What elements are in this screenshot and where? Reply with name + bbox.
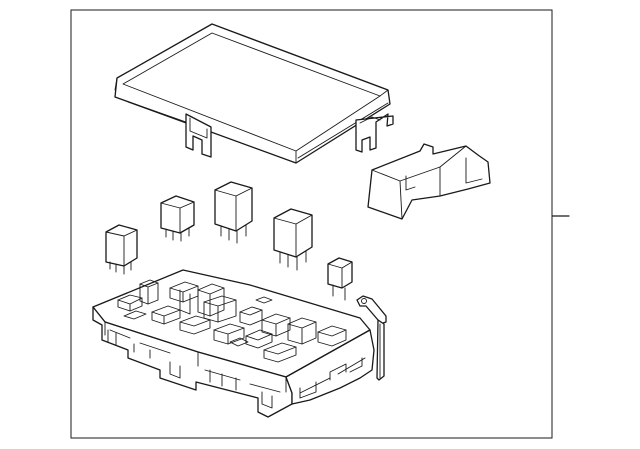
top-cover[interactable] [114,23,394,164]
side-cover[interactable] [367,143,491,220]
fuse-box-housing[interactable] [92,269,375,418]
relay-large-left[interactable] [214,181,253,244]
relay-small-left[interactable] [105,224,138,275]
mini-fuse[interactable] [327,257,353,301]
diagram-frame [70,9,553,439]
relay-small-center[interactable] [160,195,195,242]
relay-large-right[interactable] [273,208,313,271]
ground-strap[interactable] [356,295,387,381]
